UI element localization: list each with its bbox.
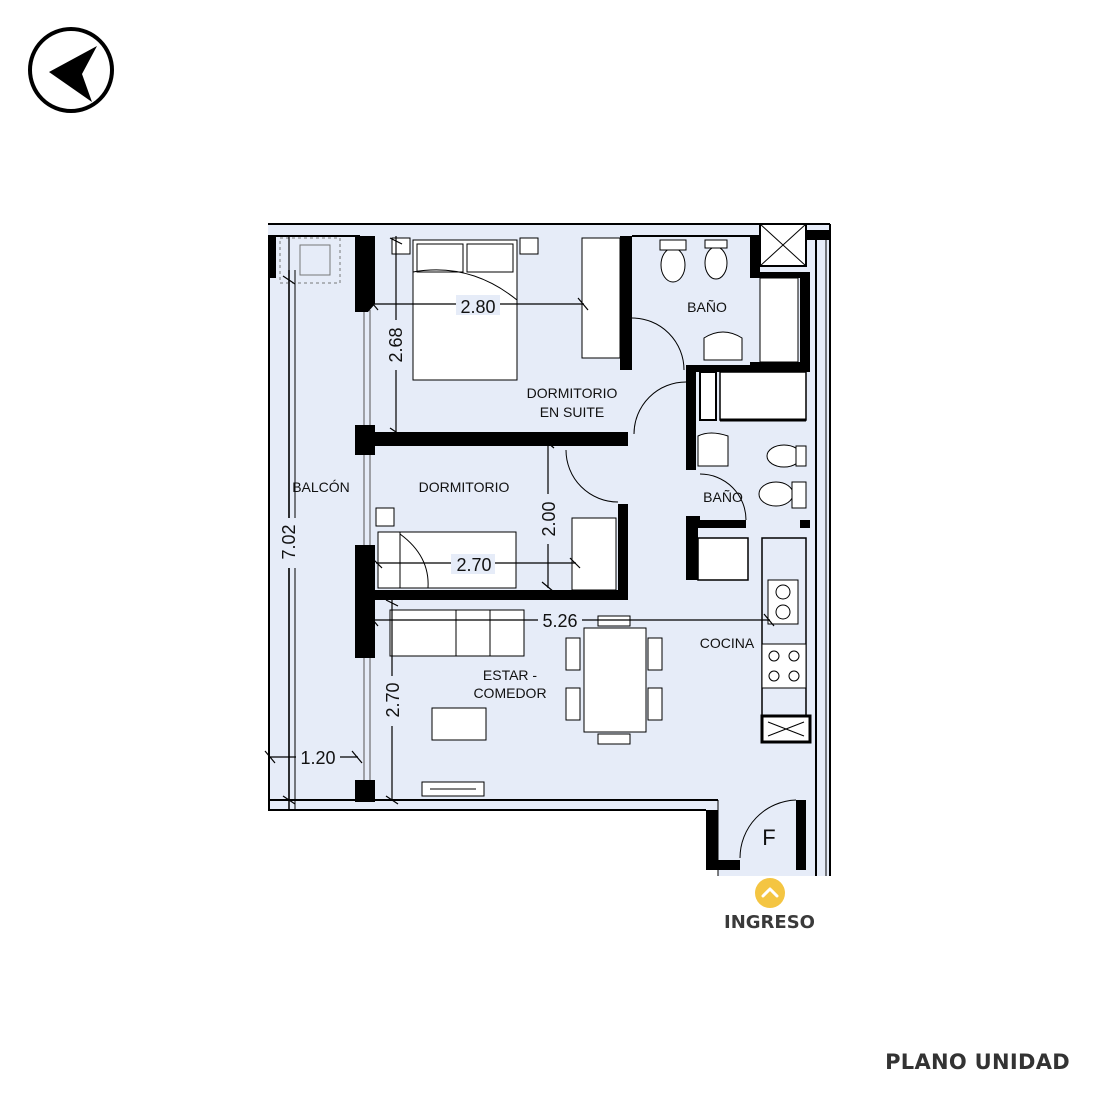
dim-living-width: 5.26 [542, 611, 577, 631]
room-label-estar-line2: COMEDOR [473, 685, 546, 701]
dim-suite-depth: 2.68 [386, 327, 406, 362]
dim-living-depth: 2.70 [383, 682, 403, 717]
room-label-suite-line1: DORMITORIO [527, 385, 618, 401]
dim-dorm-width: 2.70 [456, 555, 491, 575]
dim-total-length: 7.02 [279, 524, 299, 559]
page-title: PLANO UNIDAD [885, 1050, 1070, 1074]
room-label-cocina: COCINA [700, 635, 755, 651]
unit-letter: F [762, 825, 775, 850]
back-button[interactable] [27, 26, 115, 114]
entry-marker[interactable] [754, 877, 786, 914]
dim-suite-width: 2.80 [460, 297, 495, 317]
entry-label: INGRESO [724, 912, 815, 933]
room-label-bath-mid: BAÑO [703, 489, 743, 505]
dim-dorm-depth: 2.00 [539, 501, 559, 536]
room-label-dormitorio: DORMITORIO [419, 479, 510, 495]
room-label-suite-line2: EN SUITE [540, 404, 605, 420]
room-label-bath-top: BAÑO [687, 299, 727, 315]
dim-balcony-width: 1.20 [300, 748, 335, 768]
room-label-balcon: BALCÓN [292, 479, 350, 495]
room-label-estar-line1: ESTAR - [483, 667, 538, 683]
chevron-up-icon [755, 878, 785, 908]
arrow-left-icon [28, 27, 114, 113]
